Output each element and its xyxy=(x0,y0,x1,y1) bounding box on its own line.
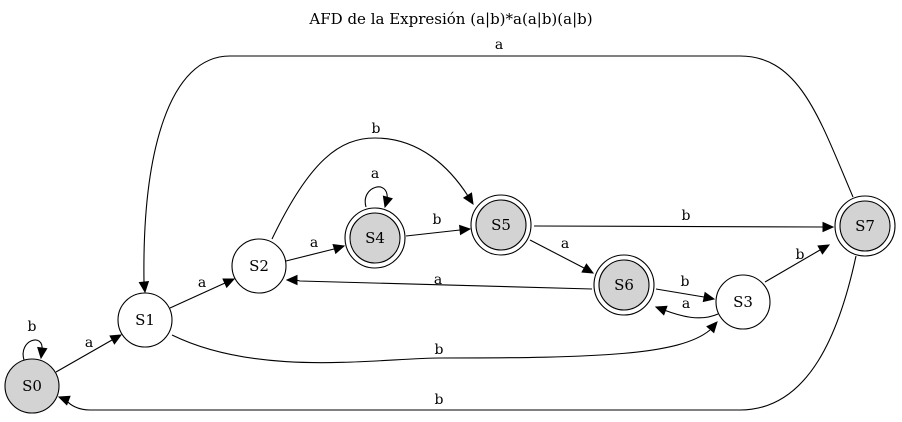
state-label: S4 xyxy=(365,229,385,247)
transition-edge xyxy=(271,137,469,240)
state-circle xyxy=(715,274,771,330)
transition-s6-s3: b xyxy=(655,274,716,303)
arrowhead-icon xyxy=(332,243,346,255)
transition-edge xyxy=(285,248,335,262)
state-s7: S7 xyxy=(834,195,896,257)
transition-label: a xyxy=(495,37,503,53)
transition-edge xyxy=(55,339,113,373)
state-label: S0 xyxy=(22,377,42,395)
transition-s6-s2: a xyxy=(285,272,593,290)
transition-label: b xyxy=(28,319,37,335)
transition-s3-s6: a xyxy=(654,296,719,319)
transition-s2-s5: b xyxy=(271,121,474,240)
transition-edge xyxy=(169,282,226,309)
transition-s3-s7: b xyxy=(764,244,831,283)
state-s1: S1 xyxy=(117,292,173,348)
arrowhead-icon xyxy=(285,274,298,286)
state-s6: S6 xyxy=(593,254,655,316)
transition-label: a xyxy=(310,235,318,251)
state-s2: S2 xyxy=(231,238,287,294)
arrowhead-icon xyxy=(581,263,595,274)
transition-s5-s6: a xyxy=(529,236,595,274)
transition-edge xyxy=(529,239,585,269)
transition-s0-s1: a xyxy=(55,334,123,373)
transition-label: b xyxy=(681,274,690,290)
arrowhead-icon xyxy=(702,291,716,303)
state-label: S6 xyxy=(614,276,634,294)
transition-label: b xyxy=(682,208,691,224)
transition-label: a xyxy=(561,236,569,252)
transition-label: b xyxy=(435,392,444,408)
transition-label: b xyxy=(435,342,444,358)
arrowhead-icon xyxy=(462,192,474,206)
transition-s4-s4: a xyxy=(364,166,393,209)
transition-edge xyxy=(655,288,705,298)
transition-label: a xyxy=(371,166,379,182)
transition-s7-s1: a xyxy=(138,37,854,294)
state-circle xyxy=(117,292,173,348)
diagram-title: AFD de la Expresión (a|b)*a(a|b)(a|b) xyxy=(308,10,592,28)
transition-edge xyxy=(405,229,461,237)
transition-s1-s2: a xyxy=(169,275,236,309)
transition-s2-s4: a xyxy=(285,235,346,262)
state-label: S2 xyxy=(249,257,269,275)
arrowhead-icon xyxy=(109,334,123,345)
arrowhead-icon xyxy=(37,346,48,360)
transition-edge xyxy=(533,225,824,228)
arrowhead-icon xyxy=(706,321,718,334)
transition-edge xyxy=(364,186,388,208)
transition-edge xyxy=(171,329,711,364)
transition-edge xyxy=(764,249,821,283)
arrowhead-icon xyxy=(817,244,831,255)
arrowhead-icon xyxy=(222,278,236,289)
state-circle xyxy=(349,212,401,264)
state-label: S3 xyxy=(733,293,753,311)
state-circle xyxy=(4,358,60,414)
transition-s0-s0: b xyxy=(22,319,48,361)
arrowhead-icon xyxy=(822,221,835,233)
transition-label: a xyxy=(682,296,690,312)
transition-label: b xyxy=(372,121,381,137)
transition-edge xyxy=(143,55,854,284)
state-circle xyxy=(839,200,891,252)
transition-s4-s5: b xyxy=(405,212,472,237)
state-s5: S5 xyxy=(470,194,532,256)
transition-s1-s3: b xyxy=(171,321,718,364)
state-label: S1 xyxy=(135,311,155,329)
transition-label: b xyxy=(433,212,442,228)
state-circle xyxy=(231,238,287,294)
state-circle xyxy=(475,199,527,251)
transition-label: a xyxy=(434,272,442,288)
arrowhead-icon xyxy=(654,305,668,316)
transition-edge xyxy=(663,309,719,319)
state-label: S5 xyxy=(491,216,511,234)
transition-label: b xyxy=(796,247,805,263)
state-circle xyxy=(598,259,650,311)
state-label: S7 xyxy=(855,217,875,235)
arrowhead-icon xyxy=(57,395,71,406)
transition-label: a xyxy=(198,275,206,291)
transition-s7-s0: b xyxy=(57,255,857,411)
transition-edge xyxy=(65,255,857,411)
transition-s5-s7: b xyxy=(533,208,835,233)
transition-edge xyxy=(22,339,43,361)
arrowhead-icon xyxy=(382,195,393,209)
state-s3: S3 xyxy=(715,274,771,330)
arrowhead-icon xyxy=(138,280,150,294)
transition-label: a xyxy=(85,335,93,351)
state-s4: S4 xyxy=(344,207,406,269)
transition-edge xyxy=(295,279,593,290)
state-s0: S0 xyxy=(4,358,60,414)
arrowhead-icon xyxy=(459,224,472,236)
